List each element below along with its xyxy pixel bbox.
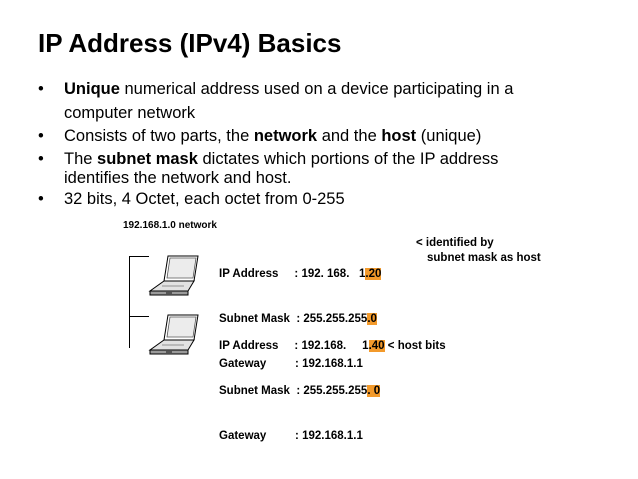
bullet-text: 32 bits, 4 Octet, each octet from 0-255	[64, 190, 345, 208]
device1-config: IP Address : 192. 168. 1.20 Subnet Mask …	[219, 237, 382, 402]
gateway-row: Gateway : 192.168.1.1	[219, 430, 363, 442]
laptop-icon	[148, 255, 199, 296]
gateway-row: Gateway : 192.168.1.1	[219, 358, 363, 370]
bullet-bold-text: host	[381, 127, 417, 145]
subnet-mask-row: Subnet Mask : 255.255.255. 0	[219, 384, 446, 399]
bullet-bold-text: network	[253, 127, 318, 145]
host-note-line1: < identified by	[416, 237, 494, 249]
bullet-item: • Consists of two parts, the network and…	[38, 127, 598, 146]
subnet-mask-text: Subnet Mask : 255.255.255	[219, 313, 368, 325]
bullet-text: Consists of two parts, the	[64, 127, 254, 145]
network-bus-line	[129, 256, 130, 348]
bullet-text: The	[64, 150, 98, 168]
bullet-text-line2: computer network	[64, 104, 196, 122]
ip-address-text: IP Address : 192. 168. 1	[219, 268, 366, 280]
device2-config: IP Address : 192.168. 1.40 < host bits S…	[219, 309, 446, 474]
subnet-mask-row: Subnet Mask : 255.255.255.0	[219, 312, 381, 327]
bullet-list: • Unique numerical address used on a dev…	[38, 80, 598, 209]
ip-address-row: IP Address : 192. 168. 1.20	[219, 267, 382, 282]
ip-address-text: IP Address : 192.168. 1	[219, 340, 369, 352]
mask-octet-highlight: .0	[367, 313, 377, 325]
laptop-icon	[148, 314, 199, 355]
bullet-text: and the	[317, 127, 382, 145]
bullet-marker: •	[38, 80, 44, 98]
bullet-item: • Unique numerical address used on a dev…	[38, 80, 598, 123]
slide-title: IP Address (IPv4) Basics	[38, 28, 342, 58]
subnet-mask-text: Subnet Mask : 255.255.255	[219, 385, 368, 397]
network-label: 192.168.1.0 network	[123, 220, 217, 231]
bullet-marker: •	[38, 190, 44, 208]
bullet-item: • The subnet mask dictates which portion…	[38, 150, 598, 188]
bullet-text: numerical address used on a device parti…	[119, 80, 514, 98]
host-octet-highlight: .20	[365, 268, 382, 280]
ip-address-row: IP Address : 192.168. 1.40 < host bits	[219, 339, 446, 354]
bullet-bold-text: Unique	[64, 80, 120, 98]
bullet-bold-text: subnet mask	[97, 150, 198, 168]
bullet-marker: •	[38, 127, 44, 145]
bullet-text: (unique)	[416, 127, 482, 145]
host-bits-note: < host bits	[384, 340, 446, 352]
network-tick	[129, 256, 149, 257]
bullet-marker: •	[38, 150, 44, 168]
bullet-text: dictates which portions of the IP addres…	[197, 150, 499, 168]
host-note-line2: subnet mask as host	[427, 252, 541, 264]
bullet-text-line2: identifies the network and host.	[64, 169, 292, 187]
mask-octet-highlight: . 0	[367, 385, 381, 397]
host-octet-highlight: .40	[368, 340, 385, 352]
network-tick	[129, 316, 149, 317]
bullet-item: • 32 bits, 4 Octet, each octet from 0-25…	[38, 190, 598, 209]
